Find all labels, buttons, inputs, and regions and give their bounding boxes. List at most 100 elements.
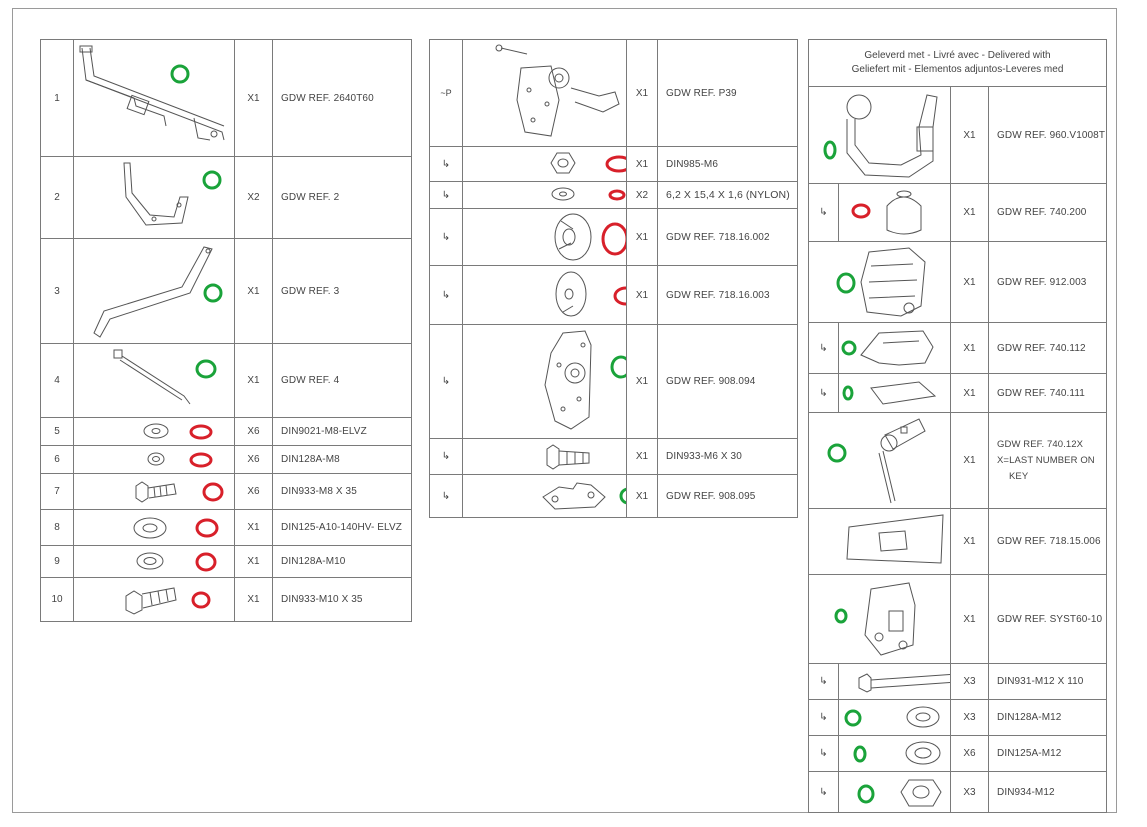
part-image bbox=[808, 412, 951, 509]
quantity: X2 bbox=[234, 156, 273, 239]
round-cover-plate-icon bbox=[554, 213, 592, 261]
part-image bbox=[73, 445, 235, 474]
part-image bbox=[73, 473, 235, 510]
round-disc-icon bbox=[555, 271, 587, 317]
part-image bbox=[73, 577, 235, 622]
part-image bbox=[73, 343, 235, 418]
part-image bbox=[73, 238, 235, 344]
reference: GDW REF. 912.003 bbox=[987, 241, 1108, 323]
reference: GDW REF. 740.200 bbox=[987, 183, 1108, 242]
red-circle-marker bbox=[608, 189, 626, 201]
reference: DIN9021-M8-ELVZ bbox=[272, 417, 412, 446]
green-circle-marker bbox=[202, 170, 222, 190]
quantity: X1 bbox=[950, 241, 989, 323]
item-number: ↳ bbox=[429, 181, 463, 209]
green-circle-marker bbox=[203, 283, 223, 303]
socket-mounting-plate-icon bbox=[544, 330, 592, 430]
item-number: ↳ bbox=[808, 183, 839, 242]
item-number: 7 bbox=[40, 473, 74, 510]
item-number: ↳ bbox=[808, 699, 839, 736]
part-image bbox=[808, 86, 951, 184]
green-circle-marker bbox=[610, 355, 626, 379]
green-circle-marker bbox=[842, 385, 854, 401]
quantity: X6 bbox=[234, 445, 273, 474]
item-number: ~P bbox=[429, 39, 463, 147]
long-bolt-icon bbox=[858, 673, 950, 693]
reference: GDW REF. SYST60-10 bbox=[987, 574, 1108, 664]
item-number: 2 bbox=[40, 156, 74, 239]
mounting-bracket-icon bbox=[123, 162, 189, 226]
reference: GDW REF. 4 bbox=[272, 343, 412, 418]
hex-bolt-icon bbox=[135, 481, 177, 503]
reference: GDW REF. 718.16.003 bbox=[657, 265, 798, 325]
reference: 6,2 X 15,4 X 1,6 (NYLON) bbox=[657, 181, 798, 209]
page-frame bbox=[12, 8, 1117, 813]
table-row: ↳ X1 GDW REF. 908.095 bbox=[429, 474, 798, 518]
item-number: 6 bbox=[40, 445, 74, 474]
hex-bolt-icon bbox=[546, 444, 590, 470]
spring-washer-icon bbox=[136, 552, 164, 570]
part-image bbox=[462, 146, 627, 182]
item-number: 10 bbox=[40, 577, 74, 622]
reference: GDW REF. 740.12X X=LAST NUMBER ON KEY bbox=[987, 412, 1108, 509]
reference: DIN128A-M10 bbox=[272, 545, 412, 578]
quantity: X1 bbox=[626, 265, 658, 325]
part-image bbox=[73, 545, 235, 578]
side-arm-bracket-icon bbox=[93, 246, 213, 338]
quantity: X6 bbox=[950, 735, 989, 772]
middle-parts-table: ~P X1 GDW REF. P39 ↳ X1 DIN985-M6 ↳ bbox=[429, 39, 798, 518]
quantity: X1 bbox=[626, 474, 658, 518]
socket-plate-assembly-icon bbox=[495, 44, 620, 137]
instruction-bag-icon bbox=[846, 514, 944, 564]
tow-ball-neck-icon bbox=[846, 94, 938, 178]
item-number: ↳ bbox=[429, 438, 463, 475]
quantity: X1 bbox=[950, 322, 989, 374]
table-row: ↳ X1 DIN985-M6 bbox=[429, 146, 798, 182]
part-image bbox=[838, 183, 951, 242]
table-row: 2 X2 GDW REF. 2 bbox=[40, 156, 412, 239]
reference-text: GDW REF. 718.16.002 bbox=[666, 231, 770, 243]
reference: GDW REF. 3 bbox=[272, 238, 412, 344]
reference: GDW REF. 908.095 bbox=[657, 474, 798, 518]
green-circle-marker bbox=[195, 359, 217, 379]
item-number: ↳ bbox=[429, 265, 463, 325]
tow-bar-crossmember-icon bbox=[79, 45, 225, 141]
green-circle-marker bbox=[836, 272, 856, 294]
quantity: X1 bbox=[950, 508, 989, 575]
reference: GDW REF. 2 bbox=[272, 156, 412, 239]
item-number: ↳ bbox=[808, 771, 839, 813]
quantity: X1 bbox=[950, 183, 989, 242]
reference-line-1: GDW REF. 740.12X bbox=[997, 438, 1084, 450]
reference: DIN933-M10 X 35 bbox=[272, 577, 412, 622]
quantity: X3 bbox=[950, 699, 989, 736]
red-circle-marker bbox=[189, 424, 213, 440]
reference: GDW REF. 740.112 bbox=[987, 322, 1108, 374]
green-circle-marker bbox=[619, 487, 626, 505]
reference: GDW REF. 718.16.002 bbox=[657, 208, 798, 266]
red-circle-marker bbox=[601, 222, 626, 256]
angle-bracket-icon bbox=[542, 482, 606, 510]
part-image bbox=[73, 417, 235, 446]
part-image bbox=[808, 241, 951, 323]
item-number: ↳ bbox=[429, 324, 463, 439]
item-number: 5 bbox=[40, 417, 74, 446]
item-number: ↳ bbox=[808, 322, 839, 374]
part-image bbox=[462, 265, 627, 325]
table-row: X1 GDW REF. 912.003 bbox=[808, 241, 1108, 323]
quantity: X1 bbox=[234, 343, 273, 418]
item-number: 1 bbox=[40, 39, 74, 157]
reference: GDW REF. 960.V1008T bbox=[987, 86, 1108, 184]
ball-cap-icon bbox=[886, 190, 922, 235]
part-image bbox=[838, 373, 951, 413]
red-circle-marker bbox=[605, 155, 626, 173]
table-row: ↳ X3 DIN931-M12 X 110 bbox=[808, 663, 1108, 700]
part-image bbox=[462, 39, 627, 147]
lock-mechanism-icon bbox=[860, 247, 926, 317]
reference: DIN128A-M8 bbox=[272, 445, 412, 474]
green-circle-marker bbox=[841, 340, 857, 356]
green-circle-marker bbox=[823, 140, 837, 160]
table-row: 1 X1 GDW REF. 2640T60 bbox=[40, 39, 412, 157]
table-row: 4 X1 GDW REF. 4 bbox=[40, 343, 412, 418]
quantity: X1 bbox=[626, 438, 658, 475]
reference: GDW REF. 740.111 bbox=[987, 373, 1108, 413]
